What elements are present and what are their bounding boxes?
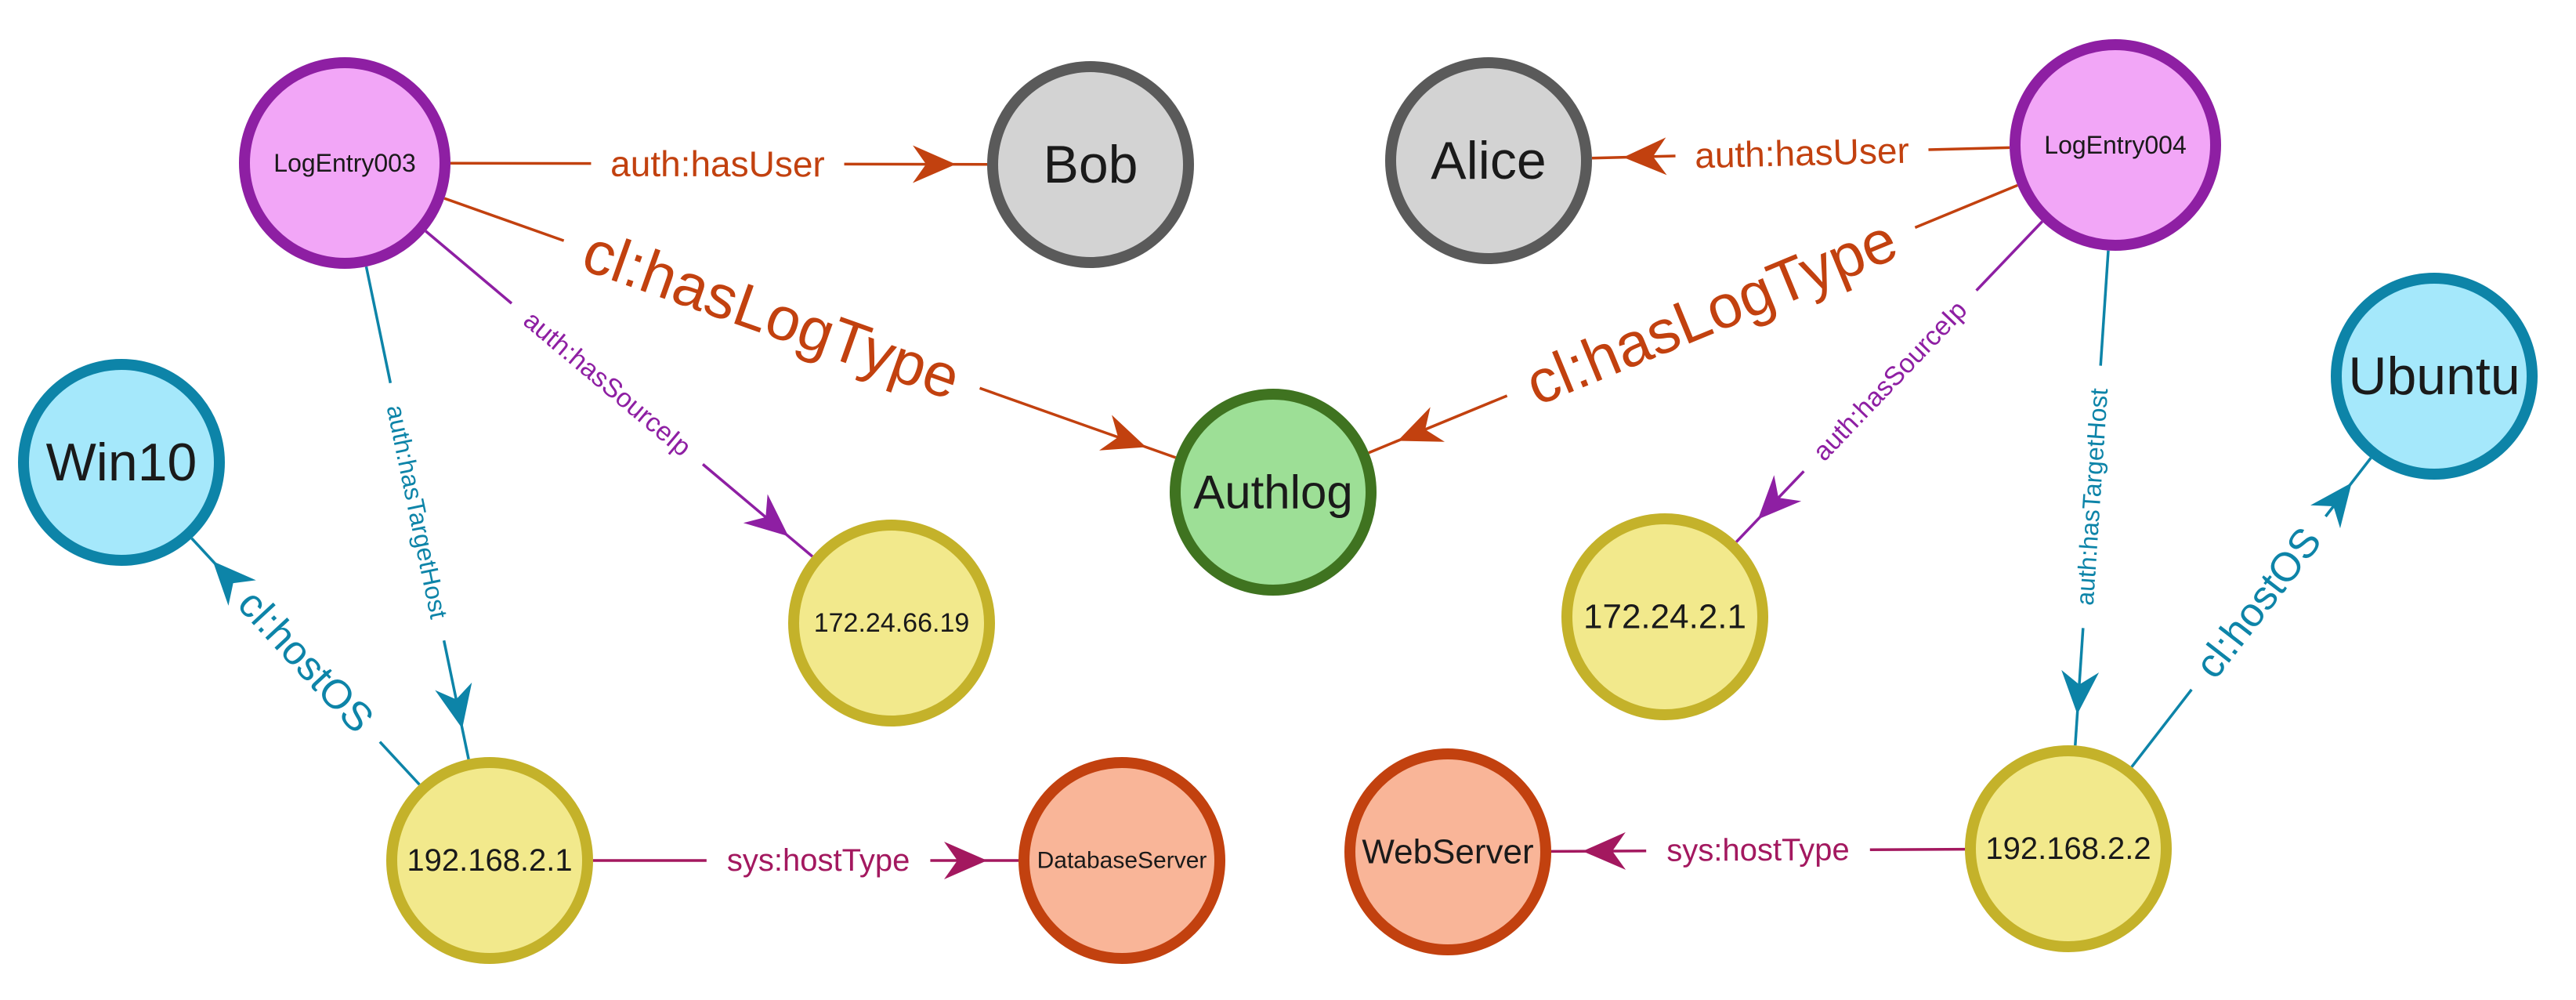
edge-le3-targethost: auth:hasTargetHost xyxy=(364,266,472,760)
node-circle xyxy=(2010,39,2221,251)
node-label: Bob xyxy=(1044,135,1138,194)
node-label: LogEntry003 xyxy=(273,149,415,177)
arrowhead xyxy=(743,494,789,537)
arrowhead xyxy=(1623,137,1667,176)
edge-label: sys:hostType xyxy=(727,843,910,878)
node-circle xyxy=(788,520,995,726)
edge-line xyxy=(364,266,393,384)
node-label: Alice xyxy=(1431,131,1546,190)
node-label: 172.24.2.1 xyxy=(1583,598,1746,636)
node-logentry004[interactable]: LogEntry004 xyxy=(2010,39,2221,251)
node-circle xyxy=(987,61,1194,268)
edge-label: cl:hostOS xyxy=(229,582,382,742)
node-circle xyxy=(1018,757,1225,964)
edge-label: auth:hasTargetHost xyxy=(382,402,454,621)
edge-label: auth:hasSourceIp xyxy=(1807,295,1974,467)
node-ip-192-168-2-1[interactable]: 192.168.2.1 xyxy=(386,757,593,964)
edge-line xyxy=(1914,183,2018,229)
node-label: Ubuntu xyxy=(2348,346,2520,406)
arrowhead xyxy=(212,561,256,606)
node-circle xyxy=(1385,57,1592,264)
node-circle xyxy=(1561,513,1768,720)
edge-line xyxy=(378,741,421,786)
node-alice[interactable]: Alice xyxy=(1385,57,1592,264)
node-label: DatabaseServer xyxy=(1037,848,1207,874)
arrowhead xyxy=(1099,415,1146,451)
edge-label: cl:hostOS xyxy=(2187,520,2331,687)
node-circle xyxy=(386,757,593,964)
arrowhead xyxy=(2061,669,2100,715)
edge-label: auth:hasSourceIp xyxy=(518,305,696,462)
edge-le4-targethost: auth:hasTargetHost xyxy=(2061,250,2113,746)
arrowhead xyxy=(435,682,472,729)
node-logentry003[interactable]: LogEntry003 xyxy=(239,57,450,269)
node-databaseserver[interactable]: DatabaseServer xyxy=(1018,757,1225,964)
node-circle xyxy=(18,359,225,566)
node-ip-192-168-2-2[interactable]: 192.168.2.2 xyxy=(1965,745,2172,952)
edge-h2-hosttype: sys:hostType xyxy=(1550,832,1966,870)
node-authlog[interactable]: Authlog xyxy=(1170,389,1377,596)
edge-label: auth:hasUser xyxy=(610,143,825,185)
edge-line xyxy=(2130,688,2193,768)
edge-line xyxy=(443,197,565,242)
edge-h2-hostos: cl:hostOS xyxy=(2130,457,2372,768)
arrowhead xyxy=(1398,407,1445,442)
node-label: WebServer xyxy=(1362,833,1533,871)
arrowhead xyxy=(2310,482,2352,529)
arrowhead xyxy=(1582,832,1626,870)
edge-label: cl:hasLogType xyxy=(574,216,969,413)
edge-h1-hosttype: sys:hostType xyxy=(593,842,1018,879)
node-circle xyxy=(1170,389,1377,596)
edge-line xyxy=(1928,146,2010,151)
edge-le3-user: auth:hasUser xyxy=(450,143,988,185)
arrowhead xyxy=(912,145,957,183)
node-circle xyxy=(2331,273,2538,480)
node-label: Win10 xyxy=(46,433,197,492)
node-ip-172-24-66-19[interactable]: 172.24.66.19 xyxy=(788,520,995,726)
node-circle xyxy=(1344,748,1551,955)
node-ubuntu[interactable]: Ubuntu xyxy=(2331,273,2538,480)
edge-line xyxy=(2099,250,2110,366)
edge-line xyxy=(701,463,814,558)
edge-label: auth:hasUser xyxy=(1695,130,1910,176)
node-bob[interactable]: Bob xyxy=(987,61,1194,268)
edge-line xyxy=(979,386,1177,459)
node-webserver[interactable]: WebServer xyxy=(1344,748,1551,955)
arrowhead xyxy=(1757,475,1802,520)
node-circle xyxy=(1965,745,2172,952)
node-label: 192.168.2.2 xyxy=(1985,832,2151,866)
node-label: 192.168.2.1 xyxy=(407,843,572,878)
edge-line xyxy=(1368,394,1508,455)
node-circle xyxy=(239,57,450,269)
node-label: LogEntry004 xyxy=(2044,131,2186,159)
edge-label: cl:hasLogType xyxy=(1516,205,1907,418)
edge-label: auth:hasTargetHost xyxy=(2071,387,2113,606)
edge-label: sys:hostType xyxy=(1666,832,1850,868)
edge-line xyxy=(1975,220,2044,292)
edge-le4-user: auth:hasUser xyxy=(1591,130,2010,176)
arrowhead xyxy=(944,842,987,879)
node-win10[interactable]: Win10 xyxy=(18,359,225,566)
node-label: Authlog xyxy=(1193,466,1353,519)
node-ip-172-24-2-1[interactable]: 172.24.2.1 xyxy=(1561,513,1768,720)
edge-line xyxy=(425,230,513,305)
node-label: 172.24.66.19 xyxy=(814,608,970,638)
edge-h1-hostos: cl:hostOS xyxy=(190,537,421,786)
